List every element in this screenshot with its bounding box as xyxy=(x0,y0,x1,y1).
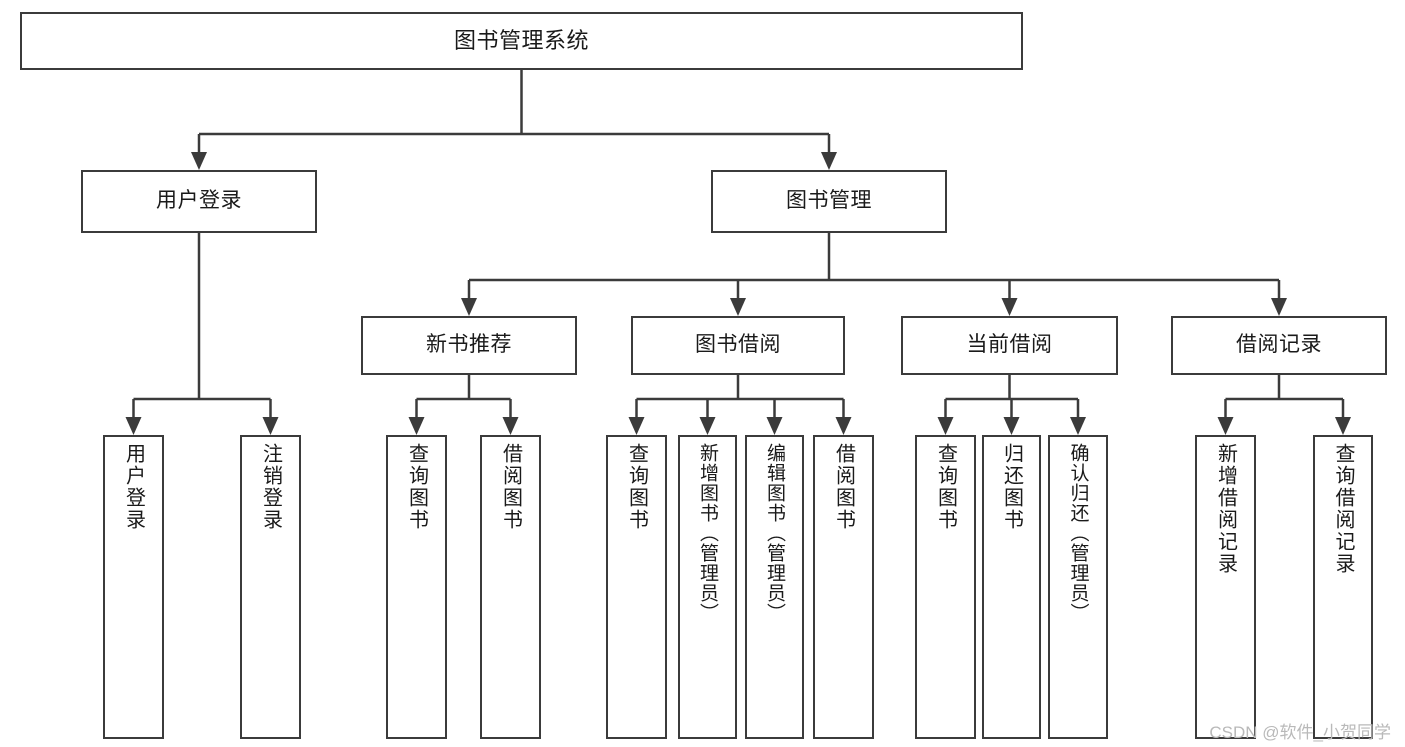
node-leaf-user-login[interactable]: 用户登录 xyxy=(103,435,164,739)
node-leaf-return-book[interactable]: 归还图书 xyxy=(982,435,1041,739)
node-label: 注销登录 xyxy=(259,443,282,531)
node-leaf-logout[interactable]: 注销登录 xyxy=(240,435,301,739)
node-label: 当前借阅 xyxy=(966,333,1053,357)
watermark: CSDN @软件_小贺同学 xyxy=(1209,723,1391,742)
edge-arrow-current-borrow-0 xyxy=(937,417,954,435)
node-leaf-query-book-3[interactable]: 查询图书 xyxy=(915,435,976,739)
node-root[interactable]: 图书管理系统 xyxy=(20,12,1023,70)
edge-arrow-borrow-record-0 xyxy=(1217,417,1234,435)
edge-arrow-book-manage-3 xyxy=(1271,298,1287,316)
node-new-book-rec[interactable]: 新书推荐 xyxy=(361,316,577,375)
edge-arrow-current-borrow-1 xyxy=(1003,417,1020,435)
node-leaf-confirm-return[interactable]: 确认归还（管理员） xyxy=(1048,435,1108,739)
edge-arrow-user-login-0 xyxy=(125,417,142,435)
edge-arrow-book-manage-2 xyxy=(1001,298,1018,316)
edge-arrow-book-manage-1 xyxy=(730,298,746,316)
edge-arrow-root-0 xyxy=(191,152,207,170)
node-leaf-borrow-book-2[interactable]: 借阅图书 xyxy=(813,435,874,739)
node-label: 用户登录 xyxy=(122,443,145,531)
node-leaf-query-book-2[interactable]: 查询图书 xyxy=(606,435,667,739)
node-label: 查询图书 xyxy=(405,443,428,531)
node-label: 新书推荐 xyxy=(426,333,512,357)
edge-arrow-borrow-record-1 xyxy=(1335,417,1351,435)
node-label: 查询图书 xyxy=(934,443,957,531)
edge-arrow-root-1 xyxy=(821,152,837,170)
edge-arrow-book-borrow-3 xyxy=(835,417,852,435)
node-label: 借阅记录 xyxy=(1236,333,1322,357)
edge-arrow-new-book-rec-0 xyxy=(408,417,425,435)
node-leaf-edit-book[interactable]: 编辑图书（管理员） xyxy=(745,435,804,739)
node-book-manage[interactable]: 图书管理 xyxy=(711,170,947,233)
node-borrow-record[interactable]: 借阅记录 xyxy=(1171,316,1387,375)
node-label: 归还图书 xyxy=(1000,443,1023,531)
node-label: 图书管理 xyxy=(786,189,872,213)
node-label: 图书管理系统 xyxy=(453,27,589,53)
edge-arrow-book-borrow-2 xyxy=(766,417,783,435)
node-leaf-query-book-1[interactable]: 查询图书 xyxy=(386,435,447,739)
node-label: 新增借阅记录 xyxy=(1214,443,1237,575)
node-label: 用户登录 xyxy=(156,189,242,213)
node-label: 借阅图书 xyxy=(832,443,855,531)
node-user-login[interactable]: 用户登录 xyxy=(81,170,317,233)
node-label: 图书借阅 xyxy=(695,333,781,357)
edge-arrow-book-borrow-0 xyxy=(628,417,645,435)
edge-arrow-current-borrow-2 xyxy=(1070,417,1086,435)
edge-arrow-book-borrow-1 xyxy=(699,417,716,435)
node-leaf-add-book[interactable]: 新增图书（管理员） xyxy=(678,435,737,739)
node-label: 查询借阅记录 xyxy=(1332,443,1354,575)
node-label: 借阅图书 xyxy=(499,443,522,531)
edge-arrow-user-login-1 xyxy=(262,417,279,435)
node-label: 确认归还（管理员） xyxy=(1067,443,1089,623)
node-book-borrow[interactable]: 图书借阅 xyxy=(631,316,845,375)
node-current-borrow[interactable]: 当前借阅 xyxy=(901,316,1118,375)
edge-arrow-new-book-rec-1 xyxy=(502,417,519,435)
node-leaf-query-record[interactable]: 查询借阅记录 xyxy=(1313,435,1373,739)
node-label: 查询图书 xyxy=(625,443,648,531)
node-leaf-borrow-book-1[interactable]: 借阅图书 xyxy=(480,435,541,739)
edge-arrow-book-manage-0 xyxy=(461,298,477,316)
node-label: 新增图书（管理员） xyxy=(697,443,718,623)
node-leaf-add-record[interactable]: 新增借阅记录 xyxy=(1195,435,1256,739)
node-label: 编辑图书（管理员） xyxy=(764,443,785,623)
